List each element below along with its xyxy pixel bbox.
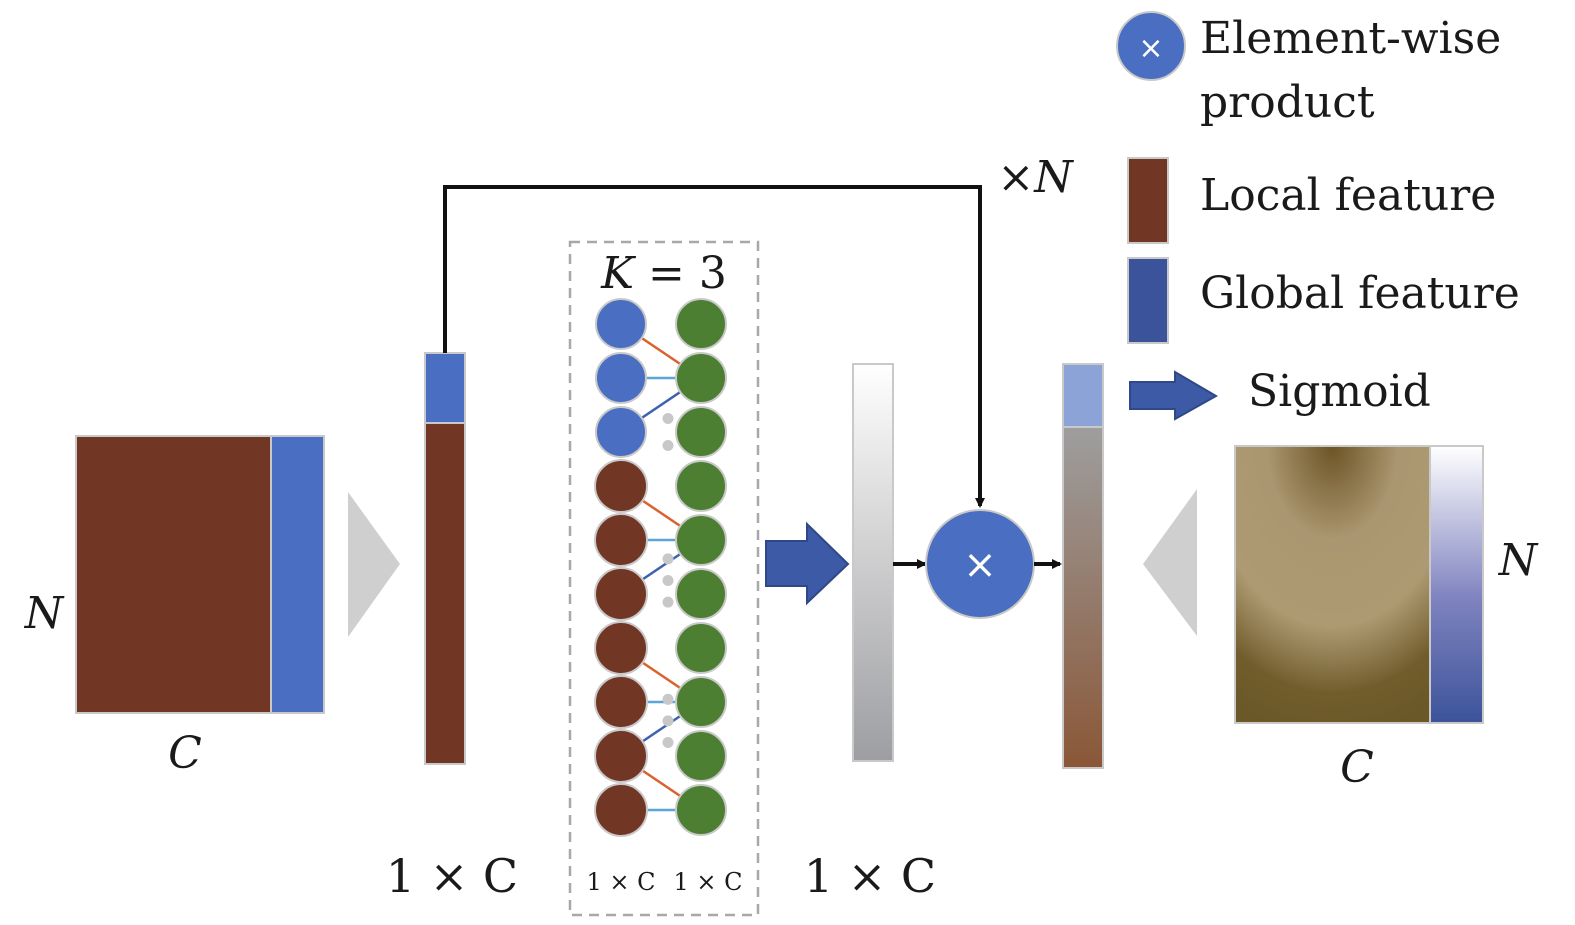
skip-connection-arrow (443, 185, 985, 508)
legend-item-sigmoid: Sigmoid (1129, 366, 1431, 421)
input-cols-label: C (168, 728, 202, 779)
conv-output-node (675, 352, 727, 404)
conv-input-node-global (595, 298, 647, 350)
reweighted-global-segment (1062, 363, 1104, 428)
output-feature-map (1234, 445, 1484, 724)
conv-input-node-local (594, 675, 648, 729)
conv-output-node (675, 514, 727, 566)
conv-ellipsis-dot (662, 715, 674, 727)
conv-output-node (675, 784, 727, 836)
global-legend-swatch (1127, 257, 1169, 344)
conv-ellipsis-dot (662, 737, 674, 748)
output-global-block (1429, 445, 1484, 724)
pooled-vector-size-label: 1 × C (386, 849, 518, 903)
conv-input-node-local (594, 513, 648, 567)
broadcast-triangle (1143, 489, 1197, 636)
input-feature-map (75, 435, 325, 714)
product-node: × (925, 509, 1035, 619)
conv-input-node-global (595, 352, 647, 404)
conv-output-node (675, 676, 727, 728)
legend: × Element-wise product Local feature Glo… (1116, 11, 1520, 421)
kernel-size-label: K = 3 (600, 248, 727, 299)
conv-ellipsis-dot (662, 693, 674, 705)
sigmoid-arrow (765, 521, 850, 606)
conv-ellipsis-dot (662, 553, 674, 565)
pooled-local-segment (424, 422, 466, 765)
legend-elementwise-line1: Element-wise (1200, 13, 1501, 64)
conv-input-nodes (594, 298, 648, 837)
weight-vector-size-label: 1 × C (804, 849, 936, 903)
pooled-vector (424, 352, 466, 765)
conv-output-node (675, 298, 727, 350)
conv-output-size-label: 1 × C (674, 868, 743, 896)
conv-ellipsis-dot (662, 596, 674, 608)
output-rows-label: N (1498, 535, 1539, 586)
conv-output-node (675, 622, 727, 674)
conv-ellipsis-dots (662, 413, 674, 748)
attention-weight-vector (852, 363, 894, 762)
reweighted-local-segment (1062, 426, 1104, 769)
conv-input-size-label: 1 × C (587, 868, 656, 896)
conv-input-node-local (594, 567, 648, 621)
conv-input-node-local (594, 459, 648, 513)
conv-ellipsis-dot (662, 440, 674, 451)
pooling-triangle (348, 492, 400, 637)
conv-output-node (675, 406, 727, 458)
legend-item-global: Global feature (1127, 257, 1520, 344)
conv-input-node-local (594, 783, 648, 837)
input-local-block (75, 435, 272, 714)
repeat-label: ×N (997, 152, 1074, 203)
legend-sigmoid-label: Sigmoid (1248, 366, 1431, 417)
legend-item-local: Local feature (1127, 157, 1496, 244)
conv-output-node (675, 568, 727, 620)
input-rows-label: N (24, 588, 65, 639)
product-legend-icon (1116, 11, 1186, 81)
conv-output-node (675, 460, 727, 512)
output-local-block (1234, 445, 1431, 724)
output-cols-label: C (1340, 742, 1374, 793)
conv-output-nodes (675, 298, 727, 836)
conv-output-node (675, 730, 727, 782)
conv-input-node-global (595, 406, 647, 458)
product-legend-symbol: × (1138, 31, 1163, 66)
reweighted-vector (1062, 363, 1104, 769)
conv-block-frame (568, 240, 760, 917)
conv-ellipsis-dot (662, 413, 674, 424)
pooled-global-segment (424, 352, 466, 424)
sigmoid-legend-icon (1129, 370, 1219, 421)
conv-input-node-local (594, 621, 648, 675)
input-global-block (270, 435, 325, 714)
conv-ellipsis-dot (662, 575, 674, 586)
legend-elementwise-line2: product (1200, 77, 1375, 128)
local-legend-swatch (1127, 157, 1169, 244)
product-symbol: × (963, 542, 997, 588)
legend-global-label: Global feature (1200, 268, 1520, 319)
legend-local-label: Local feature (1200, 170, 1496, 221)
conv-input-node-local (594, 729, 648, 783)
legend-item-elementwise: × Element-wise product (1116, 11, 1501, 128)
